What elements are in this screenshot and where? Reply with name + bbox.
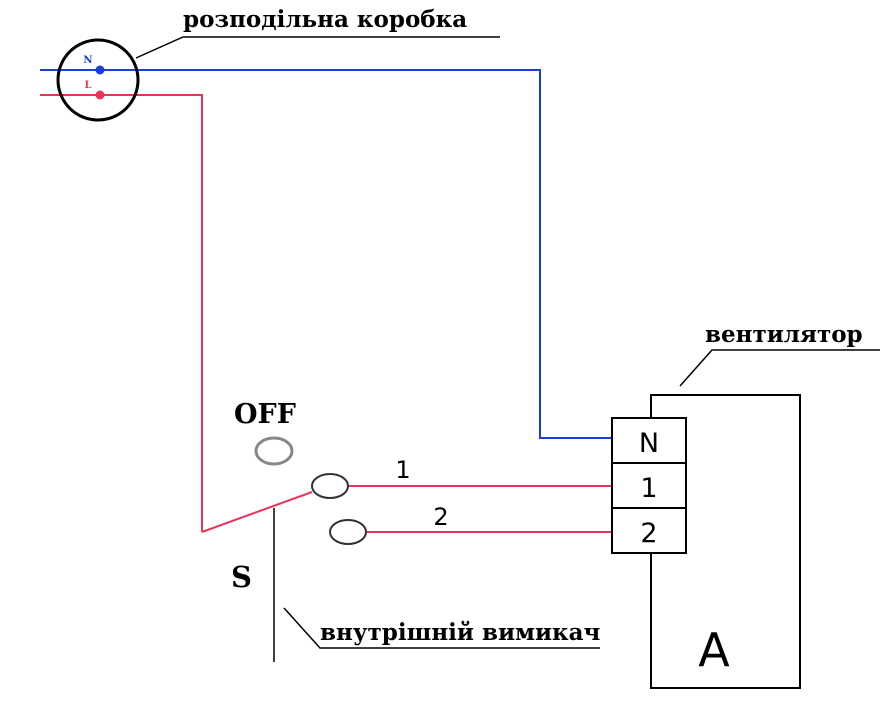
fan-terminal-n-label: N [639,428,659,459]
off-contact [254,436,294,466]
wire-1-label: 1 [395,456,410,484]
junction-terminal-l-label: L [84,80,91,91]
junction-box-circle [56,38,140,122]
fan-label: вентилятор [705,321,863,348]
speed-2-contact [329,519,367,545]
neutral-wire [40,69,612,439]
fan-leader [679,349,880,387]
wire-2-label: 2 [433,503,448,531]
junction-terminal-n-dot [95,65,105,75]
fan-body-outline [650,394,801,689]
switch-blade [201,491,313,533]
live-wire-feed [40,94,203,532]
fan-terminal-1-label: 1 [640,473,657,504]
speed-1-contact [311,473,349,499]
junction-terminal-l-dot [95,90,105,100]
off-label: OFF [234,399,296,430]
switch-symbol-label: S [231,560,252,594]
fan-terminal-2-label: 2 [640,518,657,549]
fan-terminal-block [611,417,687,554]
fan-body-label: A [698,623,730,677]
internal-switch-leader [283,607,600,649]
internal-switch-label: внутрішній вимикач [320,619,601,646]
junction-box-leader [135,36,500,59]
junction-terminal-n-label: N [83,55,92,66]
junction-box-label: розподільна коробка [183,6,467,33]
